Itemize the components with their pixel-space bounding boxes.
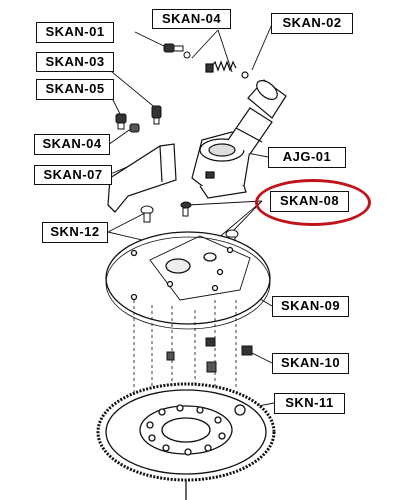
skan02-spring xyxy=(205,60,249,79)
label-skan-04-top: SKAN-04 xyxy=(152,9,231,29)
skan03-screw xyxy=(151,105,162,125)
skan10-nuts xyxy=(166,337,253,373)
highlight-ring xyxy=(255,179,371,226)
label-skan-04-mid: SKAN-04 xyxy=(34,134,110,155)
label-skan-07: SKAN-07 xyxy=(34,165,112,185)
label-skan-09: SKAN-09 xyxy=(272,296,349,317)
skan07-bracket xyxy=(107,143,177,213)
skan01-screw xyxy=(163,43,191,59)
skan05-screw xyxy=(115,113,127,130)
skan04-nut xyxy=(129,123,140,133)
label-skan-10: SKAN-10 xyxy=(272,353,349,374)
label-skn-11: SKN-11 xyxy=(274,393,345,414)
label-skan-02: SKAN-02 xyxy=(271,13,353,34)
label-ajg-01: AJG-01 xyxy=(268,147,346,168)
label-skan-01: SKAN-01 xyxy=(36,22,114,43)
skan09-disc xyxy=(105,231,271,330)
skn11-base-ring xyxy=(96,382,276,500)
ajg01-adjuster xyxy=(191,79,287,199)
label-skn-12: SKN-12 xyxy=(42,222,108,243)
label-skan-03: SKAN-03 xyxy=(36,52,114,72)
label-skan-05: SKAN-05 xyxy=(36,79,114,100)
